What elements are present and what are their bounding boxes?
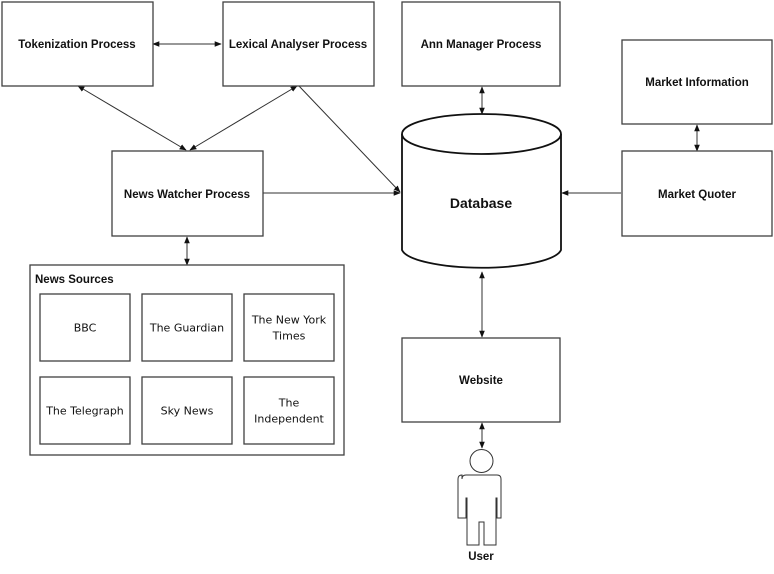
connector-lexical-database — [298, 85, 401, 193]
connector-tokenization-newswatcher — [77, 85, 187, 151]
news-source-label: Independent — [254, 413, 324, 426]
website-label: Website — [459, 375, 503, 387]
news-sources-title: News Sources — [35, 274, 114, 286]
news-source-label: The — [278, 397, 300, 410]
news-watcher-label: News Watcher Process — [124, 189, 250, 201]
market-information-box[interactable]: Market Information — [621, 39, 773, 125]
database-cylinder-icon[interactable]: Database — [401, 113, 562, 269]
news-source-label: The Telegraph — [45, 405, 124, 418]
tokenization-process-box[interactable]: Tokenization Process — [1, 1, 154, 87]
news-source-label: Sky News — [161, 405, 214, 418]
news-source-rect — [141, 376, 233, 445]
user-label: User — [468, 551, 494, 563]
connector-lexical-newswatcher — [189, 85, 298, 151]
market-quoter-label: Market Quoter — [658, 189, 736, 201]
news-source-label: Times — [272, 330, 306, 343]
lexical-analyser-label: Lexical Analyser Process — [229, 39, 367, 51]
website-box[interactable]: Website — [401, 337, 561, 423]
news-source-box[interactable]: Sky News — [141, 376, 233, 445]
news-source-label: The Guardian — [149, 322, 224, 335]
news-source-rect — [243, 376, 335, 445]
tokenization-process-label: Tokenization Process — [18, 39, 135, 51]
lexical-analyser-box[interactable]: Lexical Analyser Process — [222, 1, 375, 87]
news-source-rect — [39, 376, 131, 445]
ann-manager-label: Ann Manager Process — [421, 39, 542, 51]
ann-manager-box[interactable]: Ann Manager Process — [401, 1, 561, 87]
news-watcher-box[interactable]: News Watcher Process — [111, 150, 264, 237]
user-person-icon[interactable]: User — [457, 449, 502, 564]
news-source-label: The New York — [251, 314, 327, 327]
news-source-rect — [243, 293, 335, 362]
news-source-box[interactable]: The Telegraph — [39, 376, 131, 445]
news-source-box[interactable]: BBC — [39, 293, 131, 362]
market-quoter-box[interactable]: Market Quoter — [621, 150, 773, 237]
news-source-box[interactable]: The Guardian — [141, 293, 233, 362]
news-source-rect — [141, 293, 233, 362]
database-label: Database — [450, 195, 512, 211]
market-information-label: Market Information — [645, 77, 749, 89]
news-source-rect — [39, 293, 131, 362]
news-source-label: BBC — [74, 322, 97, 335]
